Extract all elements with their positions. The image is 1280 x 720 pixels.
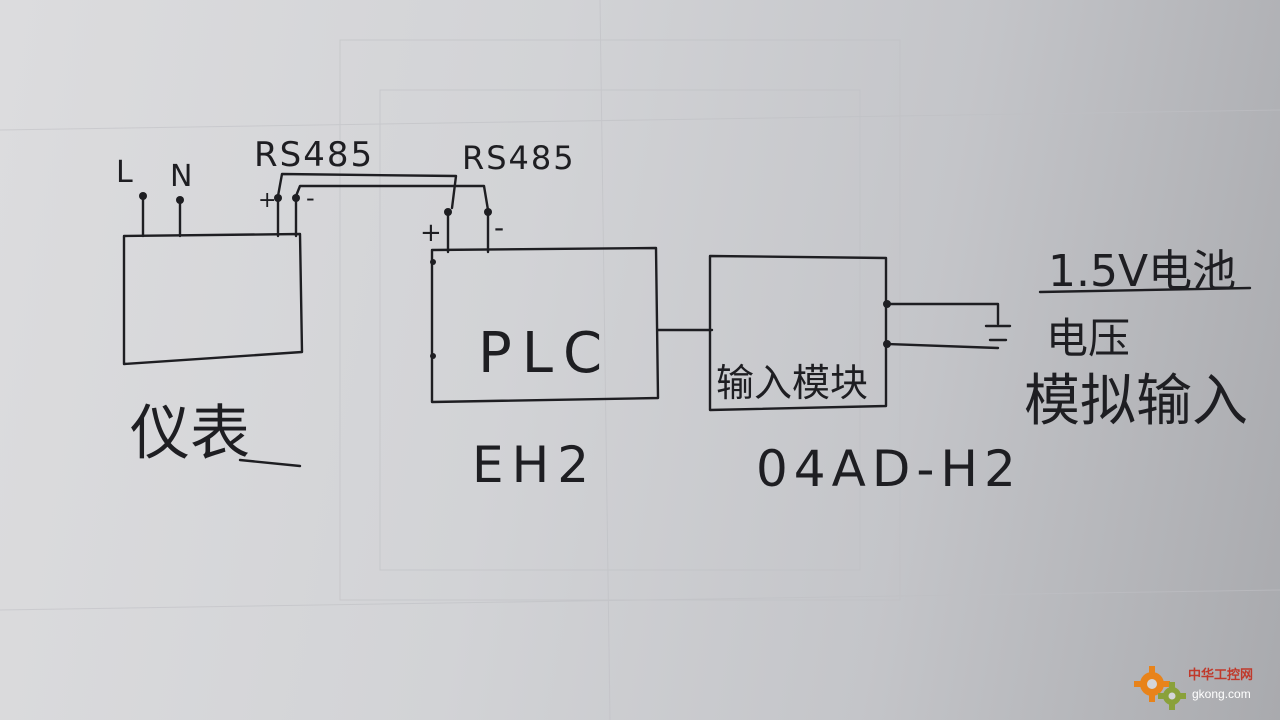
battery-wire-top: [886, 302, 1000, 326]
terminal-plc-left-bottom: [430, 353, 436, 359]
rs485-bus-b: [294, 184, 490, 212]
watermark-url: gkong.com: [1192, 687, 1251, 701]
terminal-module-bottom: [883, 340, 891, 348]
terminal-meter-plus: [274, 194, 282, 202]
label-n: N: [170, 159, 193, 194]
rs485-bus-a: [276, 172, 458, 210]
label-meter-plus: +: [258, 188, 277, 213]
module-box: [708, 254, 888, 412]
label-battery-line3: 模拟输入: [1024, 369, 1248, 434]
battery-underline: [1038, 286, 1252, 294]
label-plc-plus: +: [420, 218, 442, 248]
terminal-meter-minus: [292, 194, 300, 202]
label-meter-minus: -: [306, 184, 315, 212]
gear-icon: [1134, 666, 1186, 710]
label-plc-minus: -: [494, 211, 505, 244]
watermark: 中华工控网 gkong.com: [1132, 660, 1272, 714]
terminal-plc-minus: [484, 208, 492, 216]
terminal-plc-plus: [444, 208, 452, 216]
label-battery-line1: 1.5V电池: [1048, 246, 1237, 297]
terminal-l: [139, 192, 147, 200]
label-meter-caption: 仪表: [130, 399, 250, 469]
label-module-model: 04AD-H2: [756, 440, 1022, 498]
battery-wire-bottom: [886, 342, 1000, 350]
watermark-name: 中华工控网: [1188, 667, 1254, 682]
label-battery-line2: 电压: [1046, 314, 1131, 363]
label-plc-model: EH2: [472, 436, 598, 494]
label-l: L: [116, 155, 133, 190]
label-plc-rs485: RS485: [462, 139, 576, 177]
terminal-plc-left-top: [430, 259, 436, 265]
meter-box: [122, 232, 304, 366]
label-plc-box: PLC: [478, 321, 613, 386]
terminal-module-top: [883, 300, 891, 308]
label-meter-rs485: RS485: [254, 135, 375, 175]
plc-box: [430, 246, 660, 404]
label-module-box: 输入模块: [716, 361, 869, 405]
terminal-n: [176, 196, 184, 204]
meter-caption-stroke: [238, 458, 302, 468]
